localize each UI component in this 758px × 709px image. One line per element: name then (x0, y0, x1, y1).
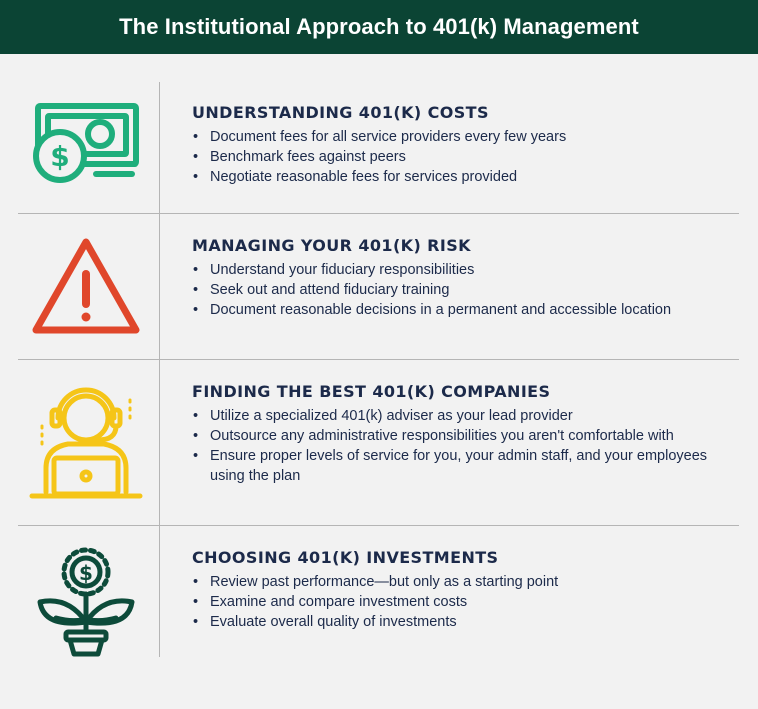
money-plant-icon: $ (22, 546, 150, 663)
list-item: Examine and compare investment costs (192, 592, 722, 612)
list-item: Understand your fiduciary responsibiliti… (192, 260, 722, 280)
section-divider (18, 359, 739, 360)
bullet-list: Document fees for all service providers … (192, 127, 722, 187)
list-item: Utilize a specialized 401(k) adviser as … (192, 406, 722, 426)
svg-text:$: $ (79, 561, 93, 585)
money-bill-icon: $ (22, 100, 150, 195)
list-item: Ensure proper levels of service for you,… (192, 446, 722, 486)
list-item: Review past performance—but only as a st… (192, 572, 722, 592)
bullet-list: Utilize a specialized 401(k) adviser as … (192, 406, 722, 486)
list-item: Document reasonable decisions in a perma… (192, 300, 722, 320)
section-divider (18, 525, 739, 526)
list-item: Benchmark fees against peers (192, 147, 722, 167)
section-title: UNDERSTANDING 401(K) COSTS (192, 103, 489, 122)
list-item: Negotiate reasonable fees for services p… (192, 167, 722, 187)
list-item: Evaluate overall quality of investments (192, 612, 722, 632)
warning-triangle-icon (22, 234, 150, 343)
list-item: Document fees for all service providers … (192, 127, 722, 147)
section-title: CHOOSING 401(K) INVESTMENTS (192, 548, 499, 567)
section-divider (18, 213, 739, 214)
vertical-divider (159, 82, 160, 657)
list-item: Outsource any administrative responsibil… (192, 426, 722, 446)
section-costs-text: UNDERSTANDING 401(K) COSTS Document fees… (192, 103, 722, 187)
section-investments-text: CHOOSING 401(K) INVESTMENTS Review past … (192, 548, 722, 632)
svg-text:$: $ (50, 140, 69, 173)
section-title: MANAGING YOUR 401(K) RISK (192, 236, 471, 255)
bullet-list: Understand your fiduciary responsibiliti… (192, 260, 722, 320)
section-risk-text: MANAGING YOUR 401(K) RISK Understand you… (192, 236, 722, 320)
adviser-headset-icon (22, 380, 150, 507)
section-companies-text: FINDING THE BEST 401(K) COMPANIES Utiliz… (192, 382, 722, 486)
section-title: FINDING THE BEST 401(K) COMPANIES (192, 382, 551, 401)
list-item: Seek out and attend fiduciary training (192, 280, 722, 300)
page-title: The Institutional Approach to 401(k) Man… (0, 0, 758, 54)
bullet-list: Review past performance—but only as a st… (192, 572, 722, 632)
